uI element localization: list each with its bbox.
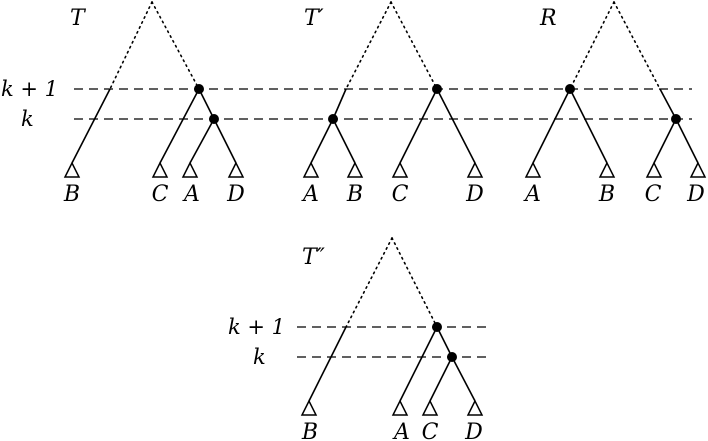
leaf-label: A bbox=[182, 182, 200, 207]
edge bbox=[213, 118, 237, 164]
tree-title-T: T bbox=[70, 6, 87, 31]
dotted-edge bbox=[151, 1, 200, 90]
tree-R: R A B C D bbox=[523, 1, 707, 207]
leaf-triangle bbox=[181, 161, 199, 178]
leaf-triangle bbox=[300, 399, 318, 416]
edge bbox=[451, 356, 476, 402]
edge bbox=[399, 326, 438, 402]
leaf-triangle bbox=[391, 399, 409, 416]
dotted-edge bbox=[390, 1, 438, 90]
leaf-triangle bbox=[645, 161, 663, 178]
edge bbox=[159, 88, 200, 164]
tree-title-T-double-prime: T″ bbox=[302, 245, 326, 270]
leaf-triangle bbox=[466, 161, 484, 178]
leaf-label: D bbox=[465, 182, 484, 207]
internal-node bbox=[194, 84, 204, 94]
leaf-triangle bbox=[524, 161, 542, 178]
leaf-triangle bbox=[391, 161, 409, 178]
edge bbox=[675, 118, 699, 164]
internal-node bbox=[432, 322, 442, 332]
tree-T-double-prime: T″ B A C D bbox=[300, 237, 484, 441]
level-label-k: k bbox=[253, 345, 266, 369]
level-label-k-plus-1: k + 1 bbox=[228, 315, 285, 339]
internal-node bbox=[209, 114, 219, 124]
edge bbox=[399, 88, 438, 164]
leaf-triangle bbox=[302, 161, 320, 178]
leaf-label: C bbox=[392, 182, 409, 207]
leaf-triangle bbox=[466, 399, 484, 416]
edge bbox=[532, 88, 571, 164]
edge bbox=[569, 88, 608, 164]
dotted-edge bbox=[569, 1, 615, 90]
leaf-label: A bbox=[523, 182, 541, 207]
leaf-label: B bbox=[598, 182, 615, 207]
tree-title-R: R bbox=[539, 6, 557, 31]
level-label-k-plus-1: k + 1 bbox=[1, 77, 58, 101]
internal-node bbox=[432, 84, 442, 94]
dotted-edge bbox=[345, 1, 392, 90]
dotted-edge bbox=[613, 1, 661, 90]
dotted-edge bbox=[109, 1, 153, 90]
leaf-label: C bbox=[422, 420, 439, 441]
internal-node bbox=[328, 114, 338, 124]
leaf-label: C bbox=[645, 182, 662, 207]
internal-node bbox=[671, 114, 681, 124]
tree-T: T B C A D bbox=[63, 1, 245, 207]
edge bbox=[436, 326, 453, 358]
edge bbox=[436, 88, 476, 164]
dotted-edge bbox=[345, 237, 393, 328]
edge bbox=[308, 326, 347, 402]
edge bbox=[653, 118, 677, 164]
leaf-triangle bbox=[227, 161, 245, 178]
leaf-label: A bbox=[301, 182, 319, 207]
internal-node bbox=[447, 352, 457, 362]
leaf-triangle bbox=[598, 161, 616, 178]
edge bbox=[332, 118, 356, 164]
edge bbox=[310, 118, 334, 164]
edge bbox=[189, 118, 215, 164]
edge bbox=[429, 356, 453, 402]
leaf-label: B bbox=[346, 182, 363, 207]
leaf-label: B bbox=[63, 182, 80, 207]
edge bbox=[198, 88, 215, 120]
edge bbox=[332, 88, 347, 120]
dotted-edge bbox=[391, 237, 438, 328]
leaf-triangle bbox=[346, 161, 364, 178]
leaf-triangle bbox=[63, 161, 81, 178]
leaf-label: D bbox=[686, 182, 705, 207]
tree-T-prime: T′ A B C D bbox=[301, 1, 484, 207]
leaf-triangle bbox=[689, 161, 707, 178]
internal-node bbox=[565, 84, 575, 94]
leaf-triangle bbox=[421, 399, 439, 416]
leaf-label: C bbox=[152, 182, 169, 207]
tree-title-T-prime: T′ bbox=[304, 6, 324, 31]
edge bbox=[71, 88, 111, 164]
leaf-label: A bbox=[392, 420, 410, 441]
leaf-label: D bbox=[226, 182, 245, 207]
edge bbox=[659, 88, 677, 120]
leaf-label: B bbox=[301, 420, 318, 441]
leaf-label: D bbox=[464, 420, 483, 441]
level-label-k: k bbox=[21, 107, 34, 131]
leaf-triangle bbox=[151, 161, 169, 178]
